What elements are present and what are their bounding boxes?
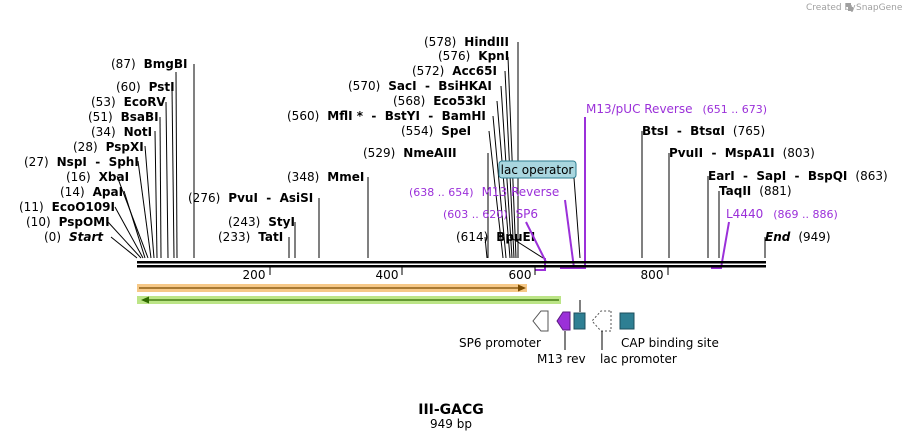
site-xbai: (16)XbaI	[66, 170, 129, 184]
site-eari-sapi-bspqi: EarI - SapI - BspQI(863)	[708, 169, 888, 183]
ruler-tick-800: 800	[641, 268, 664, 282]
primer-sp6: (603 .. 620)SP6	[443, 207, 538, 221]
site-bpuei: (614)BpuEI	[456, 230, 535, 244]
site-taqii: TaqII(881)	[719, 184, 792, 198]
plasmid-title: III-GACG	[418, 402, 484, 418]
site-kpni: (576)KpnI	[438, 49, 509, 63]
site-btsi-btsai: BtsI - BtsαI(765)	[642, 124, 765, 138]
primer-m13puc-reverse: M13/pUC Reverse(651 .. 673)	[586, 102, 767, 116]
sequence-backbone	[137, 261, 766, 268]
site-spei: (554)SpeI	[401, 124, 471, 138]
site-pvuii-mspa1i: PvuII - MspA1I(803)	[669, 146, 815, 160]
lac-operator-box	[573, 312, 586, 330]
credit-text: Created by	[806, 3, 856, 13]
sp6-promoter-arrow-icon	[532, 310, 549, 332]
site-eco53ki: (568)Eco53kI	[393, 94, 486, 108]
site-ecorv: (53)EcoRV	[91, 95, 166, 109]
site-noti: (34)NotI	[91, 125, 152, 139]
site-pspomi: (10)PspOMI	[26, 215, 110, 229]
end-name: End	[765, 230, 791, 244]
site-hindiii: (578)HindIII	[424, 35, 509, 49]
feature-label-m13-rev: M13 rev	[537, 352, 586, 366]
feature-label-lac-promoter: lac promoter	[600, 352, 677, 366]
start-name: Start	[69, 230, 104, 244]
site-nmeaiii: (529)NmeAIII	[363, 146, 457, 160]
primer-labels: M13/pUC Reverse(651 .. 673) (638 .. 654)…	[409, 102, 838, 221]
lac-promoter-arrow-icon	[591, 310, 612, 332]
site-pvui-asisi: (276)PvuI - AsiSI	[188, 191, 313, 205]
feature-label-cap-binding-site: CAP binding site	[621, 336, 719, 350]
site-tati: (233)TatI	[218, 230, 283, 244]
site-pspxi: (28)PspXI	[73, 140, 144, 154]
brand-text: SnapGene	[856, 3, 903, 13]
end-label: End (949)	[765, 230, 831, 244]
site-ecoo109i: (11)EcoO109I	[19, 200, 115, 214]
feature-track	[532, 300, 635, 350]
lac-operator-label: lac operator	[501, 163, 574, 177]
site-acc65i: (572)Acc65I	[412, 64, 497, 78]
site-saci-bsihkai: (570)SacI - BsiHKAI	[348, 79, 492, 93]
primer-l4440: L4440(869 .. 886)	[726, 207, 838, 221]
ruler-tick-200: 200	[243, 268, 266, 282]
start-label: (0) Start	[44, 230, 104, 244]
cap-binding-site-box	[619, 312, 635, 330]
site-nspi-sphi: (27)NspI - SphI	[24, 155, 139, 169]
ruler-tick-400: 400	[376, 268, 399, 282]
site-bsabi: (51)BsaBI	[88, 110, 159, 124]
orf-forward	[137, 284, 527, 292]
site-psti: (60)PstI	[116, 80, 175, 94]
ruler-tick-600: 600	[509, 268, 532, 282]
snapgene-logo-icon	[846, 3, 853, 11]
site-leader-lines	[107, 42, 766, 259]
lac-operator-tag: lac operator	[498, 160, 581, 259]
site-mfli-bstyi-bamhi: (560)MflI * - BstYI - BamHI	[287, 109, 486, 123]
site-bmgbi: (87)BmgBI	[111, 57, 188, 71]
site-labels: (0) Start (10)PspOMI (11)EcoO109I (14)Apa…	[19, 35, 888, 244]
site-styi: (243)StyI	[228, 215, 295, 229]
m13-rev-arrow-icon	[556, 311, 571, 331]
feature-label-sp6-promoter: SP6 promoter	[459, 336, 541, 350]
end-pos: (949)	[798, 230, 830, 244]
ruler: 200 400 600 800	[243, 267, 669, 282]
site-apai: (14)ApaI	[60, 185, 123, 199]
primer-m13-reverse: (638 .. 654)M13 Reverse	[409, 185, 559, 199]
site-mmei: (348)MmeI	[287, 170, 364, 184]
orf-reverse	[137, 296, 561, 304]
start-pos: (0)	[44, 230, 61, 244]
plasmid-length: 949 bp	[430, 417, 472, 431]
